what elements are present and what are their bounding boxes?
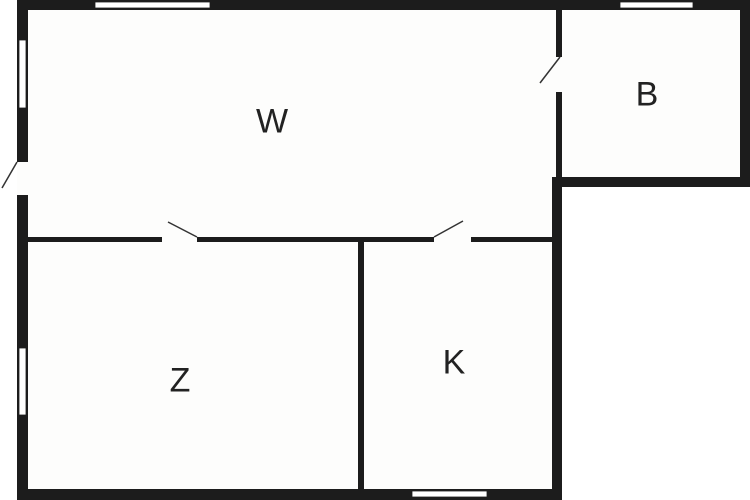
floor-main [22, 5, 558, 495]
wall-horizontal [28, 237, 556, 242]
wall-right [552, 177, 562, 500]
room-label-w: W [255, 102, 289, 141]
wall-z-k [358, 240, 364, 490]
room-label-k: K [442, 343, 466, 382]
wall-balcony-right [740, 0, 750, 187]
door-opening-b [556, 57, 562, 92]
door-opening-z [162, 236, 197, 243]
window-top-w [94, 1, 211, 9]
room-label-z: Z [169, 361, 191, 400]
wall-top [17, 0, 750, 10]
door-opening-entrance [17, 162, 28, 195]
wall-left [17, 0, 28, 500]
door-swing-b [539, 56, 561, 84]
door-swing-z [167, 221, 198, 238]
wall-bottom [17, 489, 562, 500]
door-opening-k [434, 236, 471, 243]
wall-w-b [556, 10, 562, 180]
floor-balcony [558, 5, 745, 183]
door-swing-k [433, 220, 464, 238]
window-bottom-k [411, 490, 488, 498]
wall-balcony-bottom [552, 177, 750, 187]
window-left-w [18, 39, 27, 109]
door-swing-entrance [1, 161, 18, 189]
window-left-z [18, 347, 27, 416]
room-label-b: B [635, 75, 659, 114]
window-top-b [619, 1, 694, 9]
